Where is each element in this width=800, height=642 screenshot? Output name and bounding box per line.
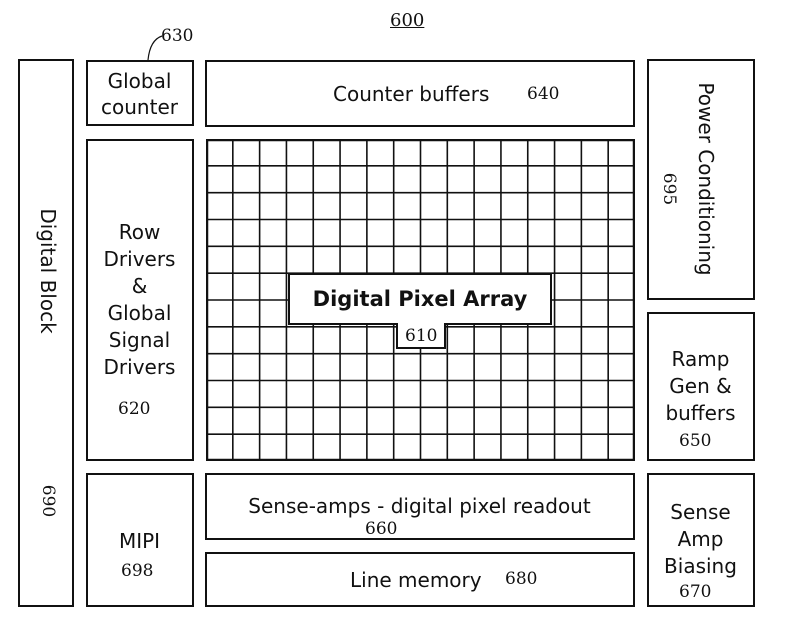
row-drivers-line1: Row [118,220,161,244]
ramp-gen-ref: 650 [679,431,712,451]
sense-amp-biasing-line3: Biasing [664,554,737,578]
line-memory-ref: 680 [505,569,538,589]
sense-amps-label: Sense-amps - digital pixel readout [248,494,591,518]
sense-amp-biasing-block: Sense Amp Biasing 670 [647,473,755,607]
pixel-array-label-box: Digital Pixel Array [288,273,552,325]
mipi-block: MIPI 698 [86,473,194,607]
ramp-gen-line2: Gen & [669,374,732,398]
mipi-ref: 698 [121,561,154,581]
mipi-label: MIPI [118,529,161,553]
row-drivers-ref: 620 [118,399,151,419]
digital-block-label: Digital Block [36,208,60,334]
row-drivers-block: Row Drivers & Global Signal Drivers 620 [86,139,194,461]
sense-amp-biasing-line1: Sense [670,500,731,524]
counter-buffers-ref: 640 [527,84,560,104]
ramp-gen-block: Ramp Gen & buffers 650 [647,312,755,461]
figure-number: 600 [390,10,425,31]
counter-buffers-label: Counter buffers [333,82,490,106]
sense-amps-block: Sense-amps - digital pixel readout 660 [205,473,635,540]
sense-amp-biasing-line2: Amp [677,527,724,551]
pixel-array-ref-box: 610 [396,323,446,349]
pixel-array-label: Digital Pixel Array [312,287,528,311]
sense-amps-ref: 660 [365,519,398,539]
global-counter-label-line1: Global [107,69,172,93]
digital-block: Digital Block 690 [18,59,74,607]
ramp-gen-line1: Ramp [671,347,730,371]
digital-block-ref: 690 [38,484,58,518]
counter-buffers-block: Counter buffers 640 [205,60,635,127]
row-drivers-line6: Drivers [103,355,176,379]
line-memory-block: Line memory 680 [205,552,635,607]
power-conditioning-block: Power Conditioning 695 [647,59,755,300]
global-counter-leader-line [147,35,163,61]
line-memory-label: Line memory [350,568,482,592]
power-conditioning-label: Power Conditioning [694,82,718,276]
global-counter-ref: 630 [161,26,194,46]
pixel-array-ref: 610 [405,326,438,346]
ramp-gen-line3: buffers [665,401,736,425]
row-drivers-line4: Global [107,301,172,325]
row-drivers-line5: Signal [108,328,171,352]
global-counter-block: Global counter [86,60,194,126]
sense-amp-biasing-ref: 670 [679,582,712,602]
row-drivers-line2: Drivers [103,247,176,271]
row-drivers-line3: & [131,274,148,298]
global-counter-label-line2: counter [101,95,178,119]
power-conditioning-ref: 695 [659,172,679,206]
